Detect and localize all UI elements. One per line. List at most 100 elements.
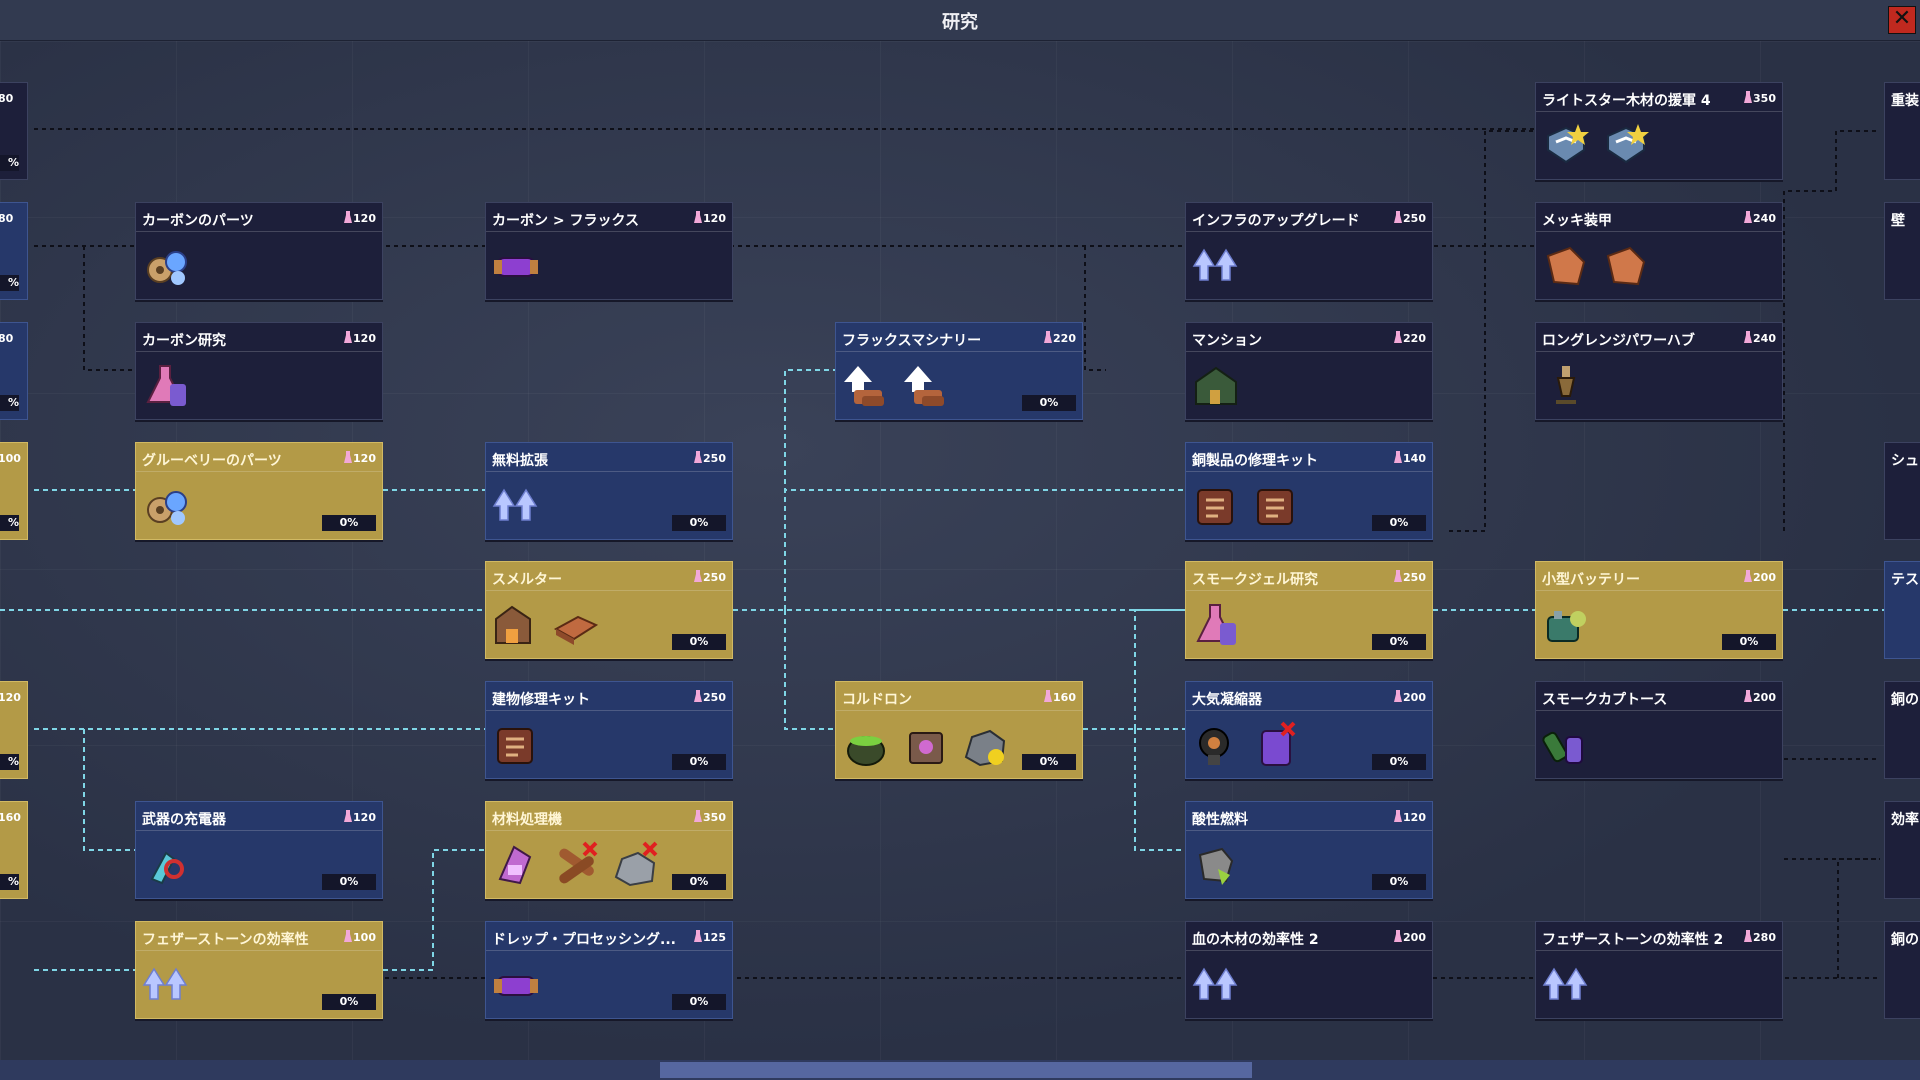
stub-left-2[interactable]: 80 % xyxy=(0,202,28,300)
tree-connections xyxy=(0,128,1920,979)
capsule-icon xyxy=(1540,719,1592,771)
stub-right-6[interactable]: 効率 xyxy=(1884,801,1920,899)
stub-left-4[interactable]: 100 % xyxy=(0,442,28,540)
card-name: ドレップ・プロセッシング... xyxy=(492,932,676,948)
card-cost: 200 xyxy=(1753,691,1776,704)
card-header xyxy=(136,802,382,831)
card-name: フラックスマシナリー xyxy=(842,333,982,349)
card-icons xyxy=(1190,357,1242,415)
card-header xyxy=(836,682,1082,711)
stub-left-3[interactable]: 80 % xyxy=(0,322,28,420)
card-name: カーボン研究 xyxy=(142,333,226,349)
card-icons xyxy=(1190,596,1242,654)
card-header xyxy=(486,682,732,711)
card-header xyxy=(486,562,732,591)
stub-name: テス xyxy=(1891,572,1919,588)
stub-left-5[interactable]: 120 % xyxy=(0,681,28,779)
link-material-processor xyxy=(383,849,485,971)
scrollbar-thumb[interactable] xyxy=(660,1062,1252,1078)
double-arrow-icon xyxy=(1190,959,1242,1011)
link-flux-machinery xyxy=(784,369,835,610)
card-icons xyxy=(490,477,542,535)
gears-icon xyxy=(140,480,192,532)
card-cost: 240 xyxy=(1753,332,1776,345)
flask-icon xyxy=(1394,570,1402,582)
stub-cost: 80 xyxy=(0,332,14,345)
card-icons xyxy=(1190,477,1302,535)
house-icon xyxy=(1190,360,1242,412)
card-header xyxy=(1186,802,1432,831)
stub-right-1[interactable]: 重装 xyxy=(1884,82,1920,180)
card-cost: 250 xyxy=(703,571,726,584)
research-card[interactable]: フラックスマシナリー 220 0% xyxy=(835,322,1083,420)
barrel-icon xyxy=(1250,719,1302,771)
flask-icon xyxy=(1744,690,1752,702)
card-cost: 220 xyxy=(1053,332,1076,345)
stub-right-2[interactable]: 壁 xyxy=(1884,202,1920,300)
cauldron-icon xyxy=(840,719,892,771)
card-name: カーボン > フラックス xyxy=(492,213,640,229)
flask-icon xyxy=(1044,690,1052,702)
card-icons xyxy=(1190,237,1242,295)
stub-cost: 80 xyxy=(0,92,14,105)
card-progress: 0% xyxy=(1722,634,1776,650)
card-cost: 200 xyxy=(1403,691,1426,704)
stub-right-5[interactable]: 銅の xyxy=(1884,681,1920,779)
card-progress: 0% xyxy=(1372,634,1426,650)
stub-left-1[interactable]: 80 % xyxy=(0,82,28,180)
card-name: コルドロン xyxy=(842,692,912,708)
condenser-icon xyxy=(1190,719,1242,771)
card-header xyxy=(1186,443,1432,472)
card-progress: 0% xyxy=(672,874,726,890)
link-weapon-charger xyxy=(83,729,135,851)
stub-progress: % xyxy=(0,515,19,531)
research-tree[interactable]: 80 % 80 % 80 % 100 % 120 % 160 % 重装 壁 シュ… xyxy=(0,41,1920,1060)
canister-icon xyxy=(490,959,542,1011)
flask-icon xyxy=(1394,810,1402,822)
card-progress: 0% xyxy=(1022,395,1076,411)
card-icons xyxy=(140,836,192,894)
card-name: メッキ装甲 xyxy=(1542,213,1612,229)
link-carbon-research xyxy=(83,246,135,371)
flask-icon xyxy=(1394,211,1402,223)
stub-left-6[interactable]: 160 % xyxy=(0,801,28,899)
link-lightstar xyxy=(1449,130,1537,532)
card-progress: 0% xyxy=(1372,515,1426,531)
card-name: スメルター xyxy=(492,572,562,588)
stub-right-3[interactable]: シュ xyxy=(1884,442,1920,540)
close-button[interactable]: ✕ xyxy=(1888,6,1916,34)
card-icons xyxy=(1190,716,1302,774)
card-icons xyxy=(1540,237,1652,295)
stub-right-4[interactable]: テス xyxy=(1884,561,1920,659)
upgrade-arrow-icon xyxy=(840,360,892,412)
card-name: 武器の充電器 xyxy=(142,812,226,828)
repair-kit-icon xyxy=(1250,480,1302,532)
stub-right-7[interactable]: 銅の xyxy=(1884,921,1920,1019)
flask-icon xyxy=(694,810,702,822)
